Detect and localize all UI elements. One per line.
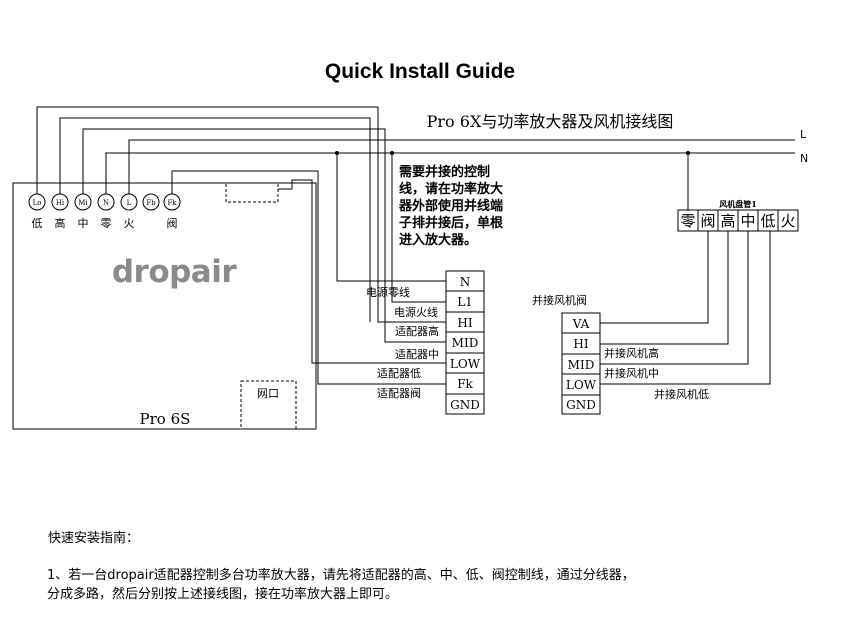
parallel-note-line-1: 需要并接的控制: [399, 164, 490, 180]
terminal-cn: 阀: [167, 216, 178, 230]
coil-terminal-neutral: 零: [680, 212, 695, 230]
amplifier-terminal-block: N L1 HI MID LOW Fk GND: [445, 270, 485, 415]
terminal-code: Lo: [33, 199, 42, 207]
terminal-code: Fk: [167, 199, 177, 207]
valve-terminal-gnd: GND: [566, 398, 596, 412]
terminal-cn: 火: [124, 217, 135, 230]
terminal-cn: 低: [32, 217, 43, 230]
coil-terminal-high: 高: [720, 212, 735, 230]
valve-terminal-low: LOW: [566, 378, 597, 392]
controller-terminal-hi: Hi 高: [51, 193, 69, 230]
amp-terminal-gnd: GND: [450, 398, 480, 412]
instructions-line-1: 1、若一台dropair适配器控制多台功率放大器，请先将适配器的高、中、低、阀控…: [47, 567, 635, 583]
amp-wire-label-low: 适配器低: [377, 367, 421, 380]
fan-valve-title: 并接风机阀: [532, 293, 587, 307]
controller-terminal-mi: Mi 中: [74, 193, 92, 230]
parallel-note-line-5: 进入放大器。: [399, 232, 477, 248]
amp-terminal-mid: MID: [452, 336, 479, 350]
terminal-cn: 零: [101, 217, 112, 230]
coil-terminal-mid: 中: [740, 212, 755, 230]
controller-body: [12, 182, 317, 430]
terminal-code: Hi: [56, 199, 65, 207]
amp-terminal-n: N: [460, 275, 471, 289]
amp-wire-label-valve: 适配器阀: [377, 386, 421, 400]
amp-terminal-fk: Fk: [457, 377, 473, 391]
controller-brand-logo: dropair: [112, 254, 238, 290]
amp-terminal-low: LOW: [450, 357, 481, 371]
amp-wire-label-neutral: 电源零线: [366, 285, 410, 299]
parallel-note-line-3: 器外部使用并线端: [398, 198, 503, 214]
page-title: Quick Install Guide: [325, 60, 515, 83]
diagram-subtitle: Pro 6X与功率放大器及风机接线图: [427, 112, 674, 131]
valve-terminal-hi: HI: [573, 337, 588, 351]
amp-terminal-hi: HI: [457, 316, 472, 330]
terminal-code: N: [103, 199, 109, 207]
instructions-line-2: 分成多路，然后分别按上述接线图，接在功率放大器上即可。: [47, 586, 398, 602]
mains-neutral-label: N: [800, 152, 808, 165]
network-port-module: [240, 380, 297, 430]
fan-coil-title: 风机盘管1: [719, 199, 757, 209]
coil-terminal-live: 火: [780, 212, 795, 230]
valve-terminal-mid: MID: [568, 358, 595, 372]
terminal-code: Fb: [146, 199, 156, 207]
network-port-label: 网口: [257, 387, 279, 400]
amp-wire-label-live: 电源火线: [394, 305, 438, 319]
fan-valve-terminal-block: VA HI MID LOW GND: [561, 312, 601, 415]
parallel-note-line-4: 子排并接后，单根: [399, 215, 504, 231]
mains-live-label: L: [800, 128, 807, 141]
terminal-cn: 高: [55, 216, 66, 230]
valve-wire-label-high: 并接风机高: [604, 346, 659, 360]
valve-wire-label-low: 并接风机低: [654, 387, 709, 401]
instructions-heading: 快速安装指南：: [48, 530, 139, 546]
controller-terminal-fb: Fb: [142, 193, 160, 211]
parallel-note-line-2: 线，请在功率放大: [399, 181, 503, 197]
terminal-code: Mi: [78, 199, 88, 207]
controller-model-label: Pro 6S: [140, 410, 191, 428]
valve-wire-label-mid: 并接风机中: [604, 366, 659, 380]
coil-terminal-valve: 阀: [700, 212, 715, 230]
controller-terminal-fk: Fk 阀: [163, 193, 181, 230]
amp-wire-label-mid: 适配器中: [395, 348, 439, 361]
amp-terminal-l1: L1: [457, 295, 473, 309]
valve-terminal-va: VA: [572, 317, 590, 331]
coil-terminal-low: 低: [760, 212, 775, 230]
controller-terminal-n: N 零: [97, 193, 115, 230]
fan-coil-terminal-block: 零 阀 高 中 低 火: [677, 209, 799, 232]
terminal-cn: 中: [78, 217, 89, 230]
amp-wire-label-high: 适配器高: [395, 324, 439, 338]
terminal-code: L: [127, 199, 132, 207]
